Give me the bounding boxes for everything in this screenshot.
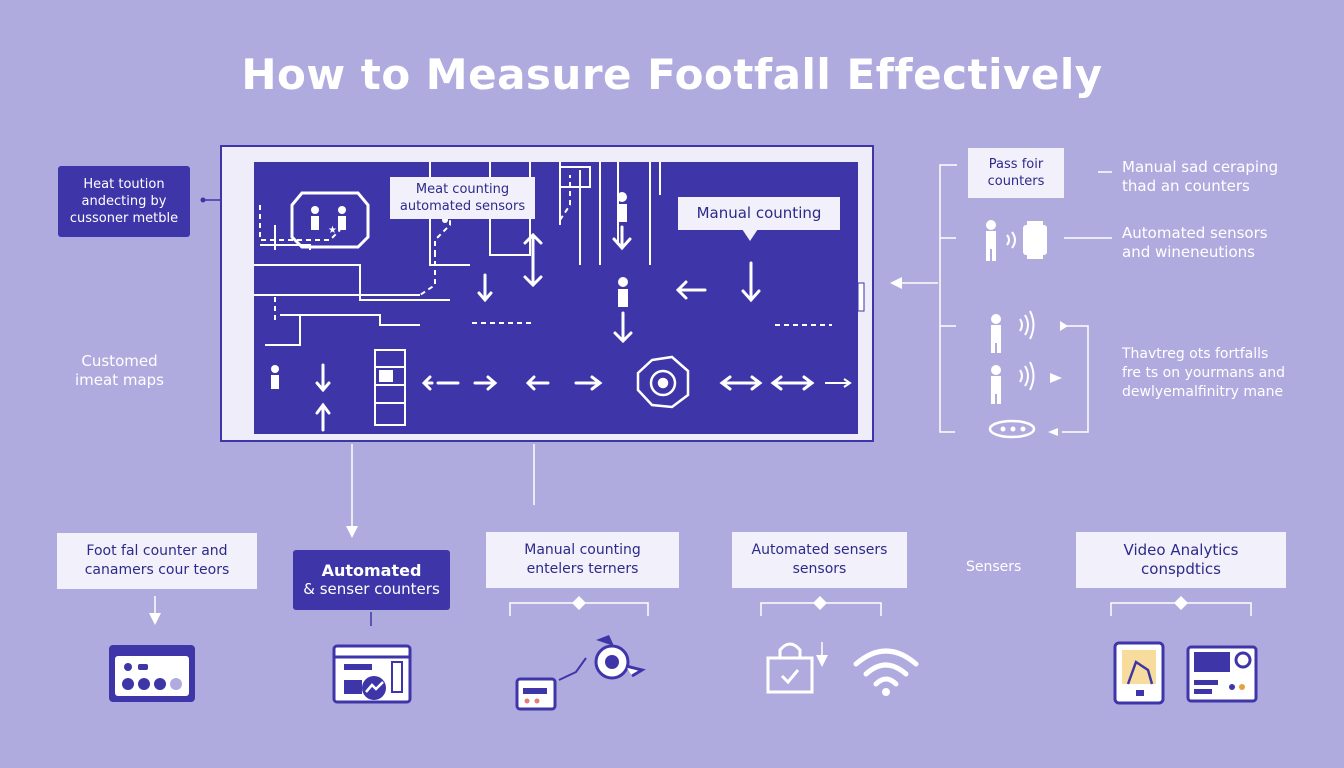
heat-tracking-box: Heat toution andecting by cussoner metbl… — [58, 166, 190, 237]
automated-sensor-counters-box: Automated & senser counters — [293, 550, 450, 610]
text-line: Automated sensors — [1122, 224, 1268, 242]
heat-maps-label: Customed imeat maps — [75, 352, 164, 390]
text-line: entelers terners — [526, 561, 639, 577]
browser-chart-icon — [332, 644, 412, 704]
auto-sensors-note: Automated sensors and wineneutions — [1122, 224, 1268, 262]
footfall-counter-box: Foot fal counter and canamers cour teors — [57, 533, 257, 589]
text-line: fre ts on yourmans and — [1122, 365, 1285, 381]
text-line: Sensers — [966, 559, 1022, 575]
manual-note: Manual sad ceraping thad an counters — [1122, 158, 1278, 196]
video-analytics-box: Video Analytics conspdtics — [1076, 532, 1286, 588]
floor-plan: ★ — [220, 145, 874, 442]
text-line: counters — [987, 174, 1045, 189]
text-line: & senser counters — [303, 580, 440, 598]
sensor-icon — [636, 355, 690, 409]
footfall-note: Thavtreg ots fortfalls fre ts on yourman… — [1122, 345, 1285, 402]
text-line: Foot fal counter and — [86, 543, 228, 559]
text-line: Pass foir — [988, 157, 1044, 172]
text-line: Manual sad ceraping — [1122, 158, 1279, 176]
wifi-icon — [853, 648, 919, 696]
pass-counters-box: Pass foir counters — [968, 148, 1064, 198]
callout-manual-counting: Manual counting — [678, 197, 840, 230]
text-line: Automated — [321, 561, 422, 580]
text-line: Thavtreg ots fortfalls — [1122, 346, 1269, 362]
manual-counting-box: Manual counting entelers terners — [486, 532, 679, 588]
callout-line: automated sensors — [399, 199, 526, 214]
text-line: cussoner metble — [69, 211, 179, 226]
shelf-icon — [374, 349, 406, 426]
lock-icon — [766, 642, 814, 694]
text-line: Manual counting — [524, 542, 641, 558]
callout-meat-counting: Meat counting automated sensors — [390, 177, 535, 219]
sensor-people-icons — [986, 220, 1047, 439]
text-line: andecting by — [81, 194, 167, 209]
text-line: Heat toution — [83, 177, 165, 192]
tablet-monitor-icon — [1113, 641, 1258, 705]
text-line: Video Analytics — [1123, 541, 1239, 559]
callout-line: Manual counting — [696, 204, 822, 222]
sensors-label: Sensers — [966, 558, 1021, 577]
text-line: imeat maps — [75, 371, 164, 389]
page-title: How to Measure Footfall Effectively — [241, 50, 1103, 99]
entrance-icon: ★ — [290, 191, 370, 249]
text-line: dewlyemalfinitry mane — [1122, 384, 1284, 400]
callout-pointer — [742, 229, 758, 241]
text-line: canamers cour teors — [84, 562, 230, 578]
text-line: sensors — [792, 561, 847, 577]
ticket-camera-icon — [515, 635, 646, 711]
text-line: and wineneutions — [1122, 243, 1255, 261]
svg-text:★: ★ — [328, 225, 337, 236]
text-line: conspdtics — [1141, 560, 1221, 578]
text-line: Automated sensers — [751, 542, 888, 558]
dashboard-panel-icon — [109, 645, 195, 702]
automated-sensors-box: Automated sensers sensors — [732, 532, 907, 588]
text-line: Customed — [81, 352, 158, 370]
text-line: thad an counters — [1122, 177, 1250, 195]
callout-line: Meat counting — [415, 182, 510, 197]
